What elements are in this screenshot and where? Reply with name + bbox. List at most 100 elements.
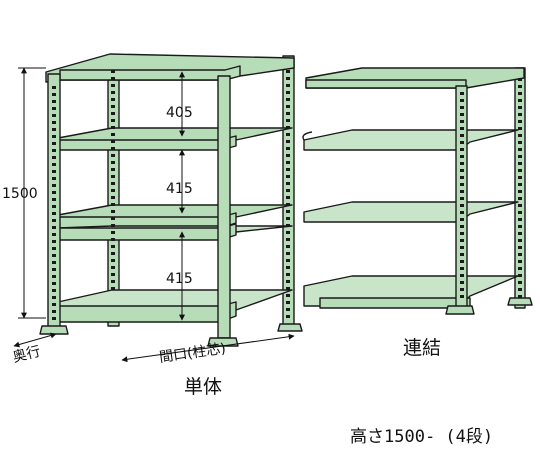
slot-hole [286,140,290,143]
slot-hole [460,183,464,186]
slot-hole [460,127,464,130]
foot-front-left [39,325,69,335]
slot-hole [460,92,464,95]
slot-hole [286,175,290,178]
slot-hole [286,259,290,262]
slot-hole [518,148,522,151]
slot-hole [52,86,56,89]
slot-hole [52,226,56,229]
linked-back-post [514,67,526,309]
slot-hole [460,267,464,270]
slot-hole [111,126,115,129]
slot-hole [111,140,115,143]
slot-hole [111,231,115,234]
slot-hole [286,154,290,157]
spacing-label-1: 405 [166,105,193,121]
slot-hole [52,275,56,278]
slot-hole [460,225,464,228]
slot-hole [518,295,522,298]
front-right-post [217,75,231,339]
slot-hole [460,155,464,158]
slot-hole [460,288,464,291]
shelf-level-2 [57,127,293,151]
slot-hole [52,163,56,166]
slot-hole [111,259,115,262]
slot-hole [111,161,115,164]
slot-hole [52,135,56,138]
single-shelf-unit [39,53,303,347]
slot-hole [111,266,115,269]
slot-hole [52,205,56,208]
slot-hole [111,168,115,171]
slot-hole [111,112,115,115]
slot-hole [111,105,115,108]
height-label: 1500 [2,186,38,202]
linked-shelf-2 [302,129,519,151]
slot-hole [460,232,464,235]
slot-hole [52,282,56,285]
slot-hole [286,112,290,115]
slot-hole [518,85,522,88]
slot-hole [52,177,56,180]
shelf-bottom [57,289,293,323]
slot-hole [52,142,56,145]
slot-hole [52,247,56,250]
slot-hole [286,287,290,290]
slot-hole [286,168,290,171]
slot-hole [460,197,464,200]
slot-hole [111,91,115,94]
slot-hole [518,204,522,207]
slot-hole [52,296,56,299]
slot-hole [52,184,56,187]
slot-hole [111,203,115,206]
slot-hole [460,204,464,207]
shelf-level-4 [57,223,293,241]
slot-hole [518,106,522,109]
slot-hole [460,218,464,221]
slot-hole [518,169,522,172]
slot-hole [286,189,290,192]
slot-hole [52,191,56,194]
slot-hole [286,77,290,80]
slot-hole [460,113,464,116]
footer-spec-text: 高さ1500- (4段) [350,427,493,447]
slot-hole [111,224,115,227]
slot-hole [111,119,115,122]
slot-hole [111,217,115,220]
linked-top-lip [305,79,467,89]
slot-hole [111,280,115,283]
slot-hole [460,176,464,179]
slot-hole [111,196,115,199]
slot-hole [52,212,56,215]
slot-hole [52,121,56,124]
slot-hole [52,128,56,131]
slot-hole [111,133,115,136]
width-label: 間口(柱芯) [158,341,227,366]
slot-hole [52,100,56,103]
foot-back-right [277,323,303,332]
slot-hole [518,260,522,263]
slot-hole [52,233,56,236]
slot-hole [518,92,522,95]
slot-hole [286,280,290,283]
slot-hole [518,127,522,130]
slot-hole [286,133,290,136]
slot-hole [460,190,464,193]
slot-hole [111,70,115,73]
slot-hole [460,134,464,137]
slot-hole [52,107,56,110]
slot-hole [518,267,522,270]
slot-hole [518,246,522,249]
slot-hole [286,301,290,304]
slot-hole [52,268,56,271]
slot-hole [518,176,522,179]
slot-hole [518,190,522,193]
dimension-lines [13,67,295,363]
slot-hole [52,149,56,152]
slot-hole [460,162,464,165]
slot-hole [460,148,464,151]
slot-hole [286,231,290,234]
slot-hole [111,245,115,248]
